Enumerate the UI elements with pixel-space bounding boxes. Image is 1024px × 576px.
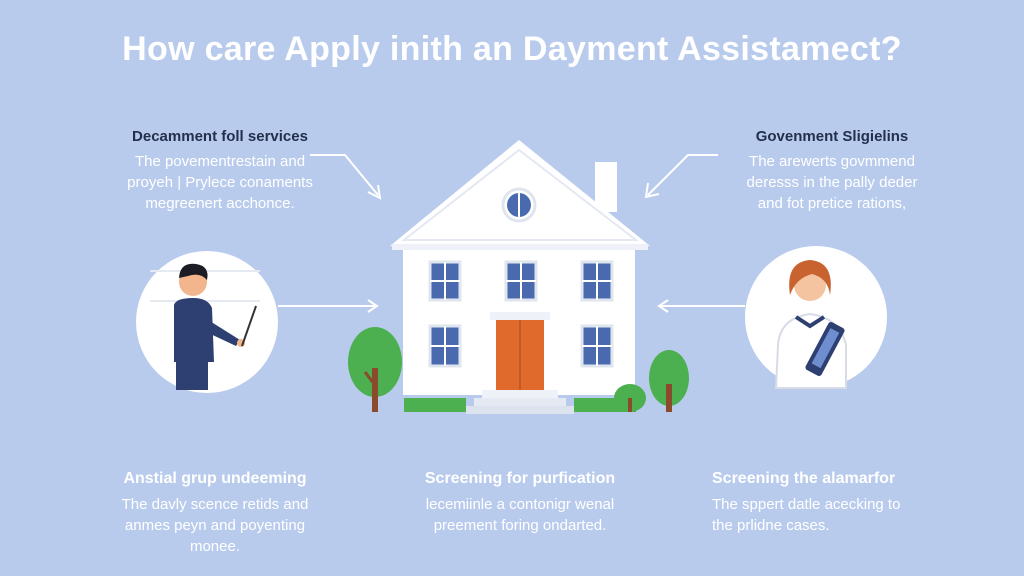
page-title: How care Apply inith an Dayment Assistam… (122, 30, 902, 68)
top-right-line-3: and fot pretice rations, (757, 195, 907, 212)
arrow-top-left (310, 154, 382, 200)
bottom-right-heading: Screening the alamarfor (712, 470, 896, 487)
top-right-line-1: The arewerts govmmend (749, 153, 915, 170)
bottom-middle-line-1: lecemiinle a contonigr wenal (425, 496, 615, 513)
bottom-middle-heading: Screening for purfication (424, 470, 616, 487)
top-left-heading: Decamment foll services (132, 128, 308, 145)
house-illustration (390, 140, 650, 414)
bottom-left-heading: Anstial grup undeeming (123, 470, 307, 487)
tree-right (649, 350, 689, 412)
top-left-info: Decamment foll services The povementrest… (100, 128, 340, 214)
top-right-info: Govenment Sligielins The arewerts govmme… (712, 128, 952, 214)
tree-left (348, 327, 402, 412)
arrow-left-person (278, 299, 379, 313)
bush-right (614, 384, 646, 412)
bottom-right-line-2: the prlidne cases. (712, 517, 830, 534)
top-left-line-3: megreenert acchonce. (145, 195, 295, 212)
bottom-right-info: Screening the alamarfor The sppert datle… (712, 470, 952, 536)
bottom-left-line-1: The davly scence retids and (121, 496, 309, 513)
top-right-heading: Govenment Sligielins (755, 128, 909, 145)
top-left-line-1: The povementrestain and (134, 153, 306, 170)
applicant-avatar (745, 246, 887, 389)
official-avatar (136, 251, 278, 393)
arrow-right-person (657, 299, 745, 313)
bottom-middle-info: Screening for purfication lecemiinle a c… (400, 470, 640, 536)
bottom-middle-line-2: preement foring ondarted. (433, 517, 607, 534)
arrow-top-right (644, 154, 718, 199)
bottom-right-line-1: The sppert datle acecking to (712, 496, 901, 513)
bottom-left-line-3: monee. (189, 538, 241, 555)
bottom-left-line-2: anmes peyn and poyenting (124, 517, 306, 534)
top-left-line-2: proyeh | Prylece conaments (127, 174, 313, 191)
bottom-left-info: Anstial grup undeeming The davly scence … (100, 470, 330, 557)
top-right-line-2: deresss in the pally deder (746, 174, 918, 191)
